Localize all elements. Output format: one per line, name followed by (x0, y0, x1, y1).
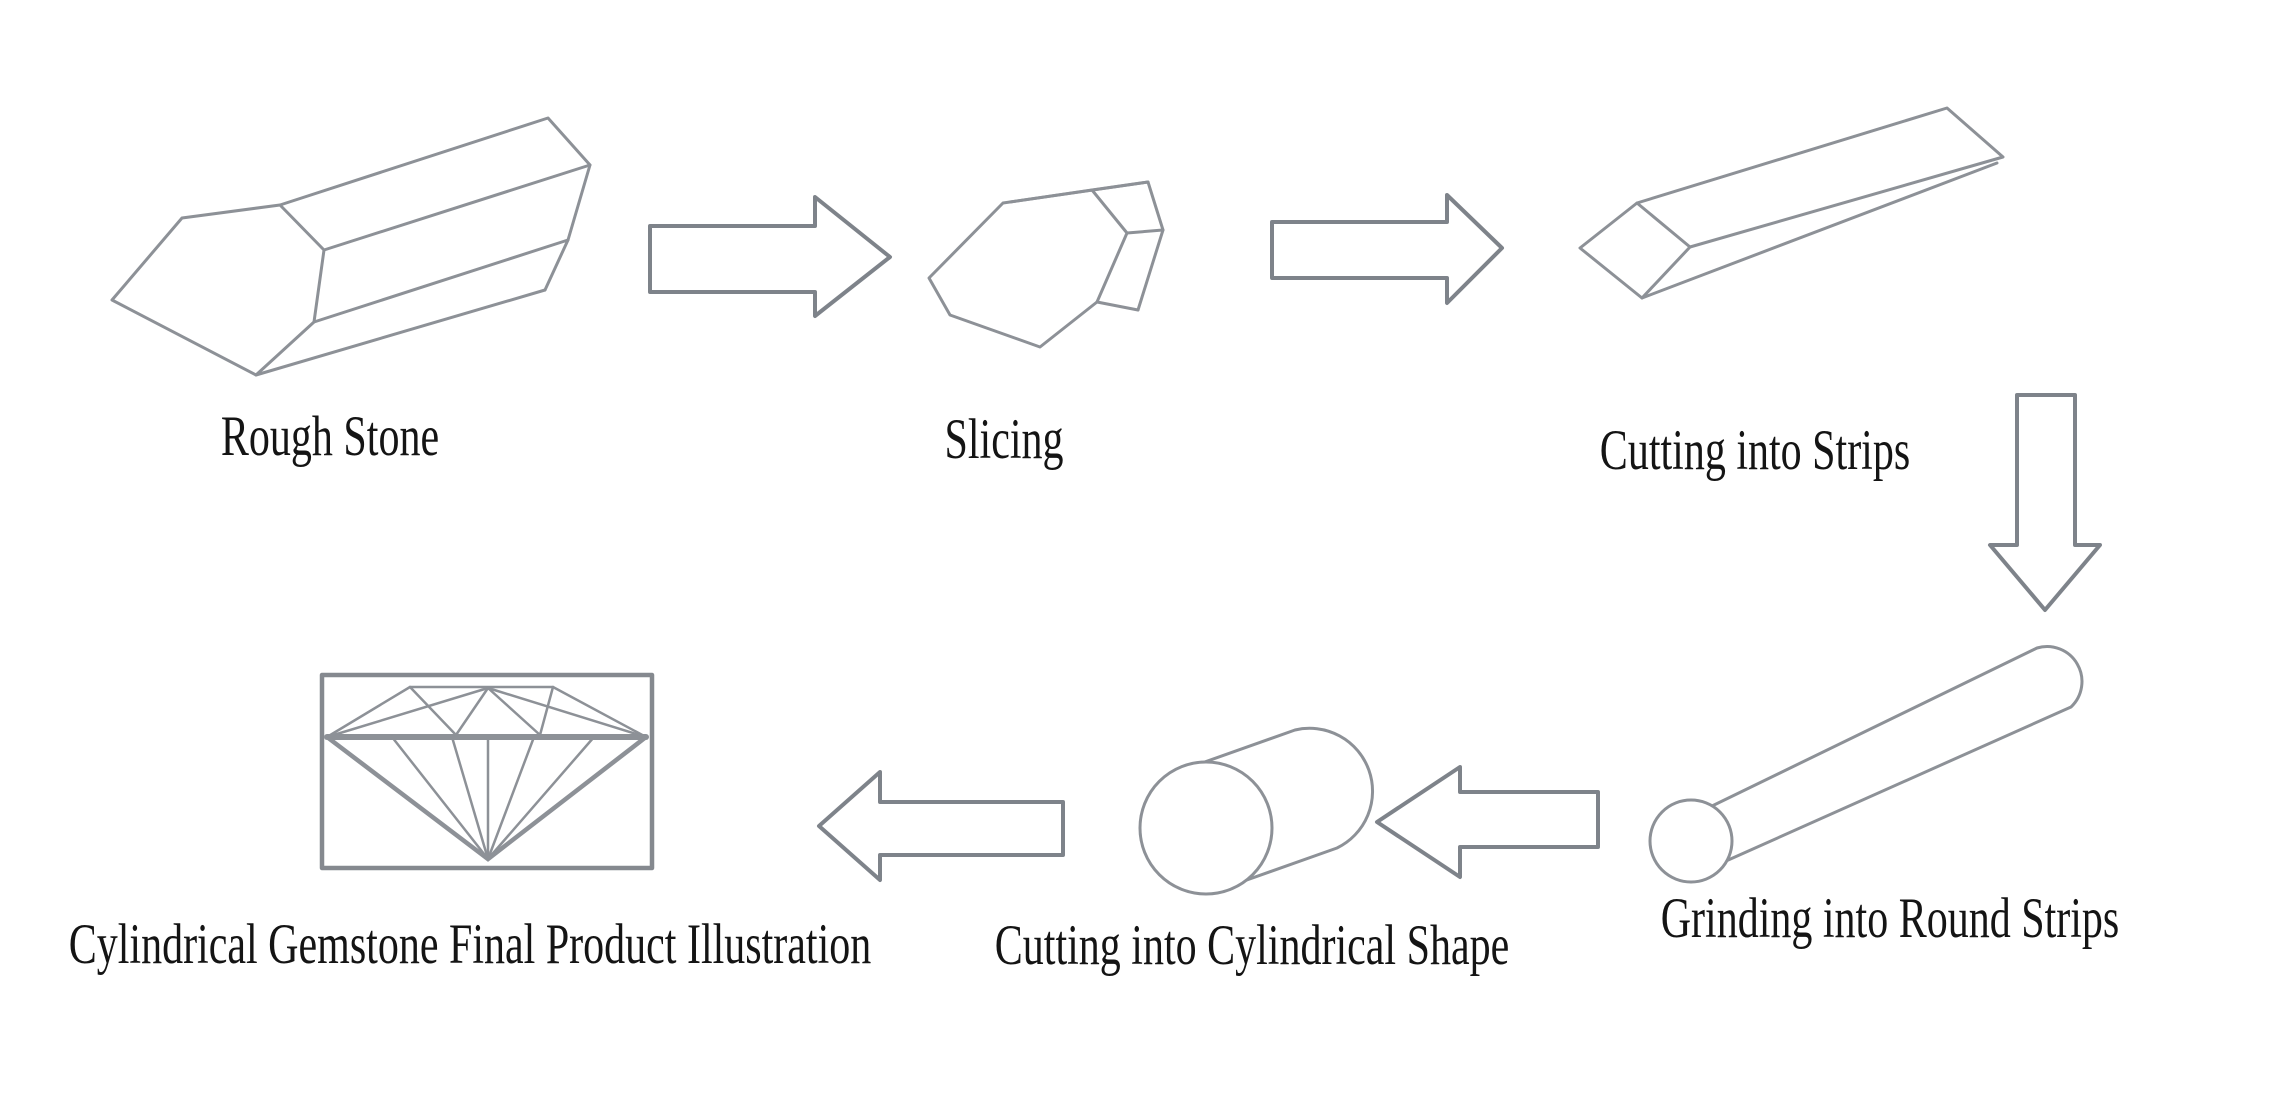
cut-diamond-illustration-icon (319, 672, 655, 871)
step-label-cutting-into-cylindrical-shape: Cutting into Cylindrical Shape (994, 915, 1510, 978)
arrow-down-icon (1988, 393, 2102, 612)
strip-bar-icon (1578, 106, 2005, 300)
rough-stone-icon (110, 116, 592, 377)
arrow-right-icon (648, 195, 892, 318)
arrow-left-icon (817, 770, 1065, 882)
step-label-rough-stone: Rough Stone (220, 406, 440, 469)
arrow-left-icon (1375, 765, 1600, 879)
step-label-cutting-into-strips: Cutting into Strips (1599, 420, 1911, 483)
short-cylinder-icon (1138, 726, 1375, 896)
arrow-right-icon (1270, 193, 1504, 305)
step-label-grinding-into-round-strips: Grinding into Round Strips (1660, 888, 2120, 951)
step-label-final-product: Cylindrical Gemstone Final Product Illus… (68, 914, 872, 977)
round-rod-icon (1648, 645, 2084, 884)
step-label-slicing: Slicing (944, 409, 1064, 472)
slicing-icon (927, 180, 1165, 349)
